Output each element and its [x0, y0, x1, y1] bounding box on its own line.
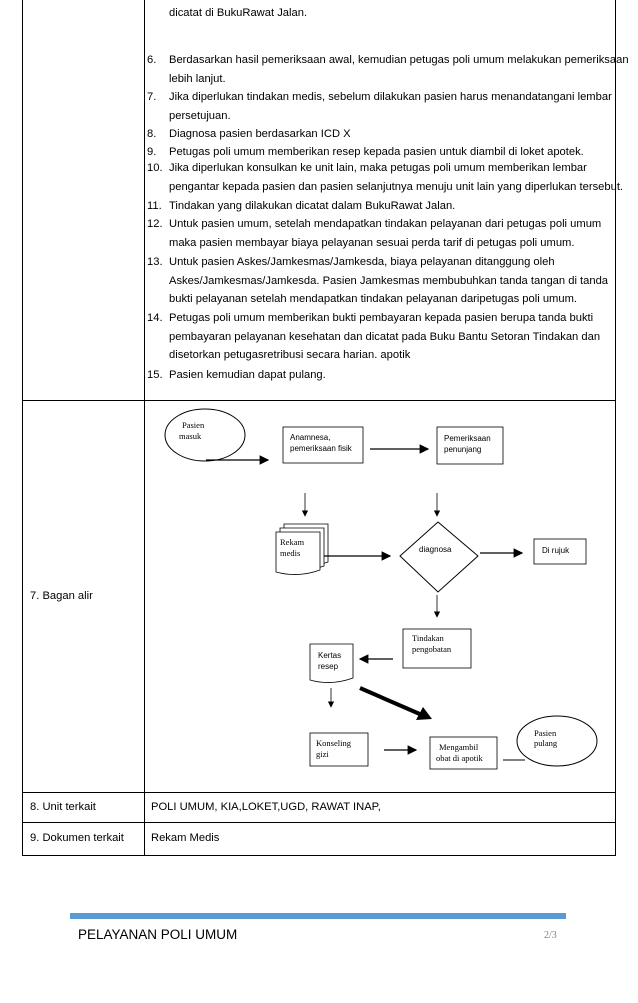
step-number: 9. — [147, 146, 157, 158]
footer-title: PELAYANAN POLI UMUM — [78, 927, 238, 942]
step-text-line: lebih lanjut. — [169, 72, 226, 85]
step-number: 12. — [147, 218, 163, 230]
step-text-line: bukti pelayanan setelah mendapatkan tind… — [169, 293, 578, 305]
step-text-line: Jika diperlukan tindakan medis, sebelum … — [169, 91, 612, 103]
step-number: 7. — [147, 91, 157, 103]
pasien-masuk-line2: masuk — [179, 431, 202, 441]
step-number: 10. — [147, 162, 163, 174]
bagan-alir-label: 7. Bagan alir — [30, 590, 93, 602]
step-text-line: Jika diperlukan konsulkan ke unit lain, … — [169, 162, 587, 174]
dokumen-terkait-value: Rekam Medis — [151, 832, 220, 844]
anamnesa-node: Anamnesa, pemeriksaan fisik — [282, 426, 364, 464]
svg-text:Konseling: Konseling — [316, 738, 352, 748]
tindakan-pengobatan-node: Tindakan pengobatan — [402, 628, 472, 669]
svg-text:penunjang: penunjang — [444, 445, 481, 454]
step-text-line: Tindakan yang dilakukan dicatat dalam Bu… — [169, 200, 456, 212]
step-number: 13. — [147, 256, 163, 268]
mengambil-obat-node: Mengambil obat di apotik — [429, 736, 498, 770]
svg-text:Tindakan: Tindakan — [412, 633, 445, 643]
step-text-line: Berdasarkan hasil pemeriksaan awal, kemu… — [169, 54, 629, 66]
unit-terkait-label: 8. Unit terkait — [30, 801, 96, 813]
step-text-line: Untuk pasien umum, setelah mendapatkan t… — [169, 218, 602, 230]
step-text-line: Petugas poli umum memberikan bukti pemba… — [169, 312, 594, 324]
step-text-line: Untuk pasien Askes/Jamkesmas/Jamkesda, b… — [169, 256, 555, 268]
page-number: 2/3 — [544, 930, 557, 941]
svg-text:pulang: pulang — [534, 738, 558, 748]
svg-text:pemeriksaan fisik: pemeriksaan fisik — [290, 444, 353, 453]
step-number: 11. — [147, 200, 162, 212]
pasien-masuk-node: Pasien masuk — [164, 408, 246, 462]
svg-text:Mengambil: Mengambil — [439, 742, 479, 752]
step-text-line: disetorkan petugasretribusi secara haria… — [169, 349, 411, 361]
svg-text:Anamnesa,: Anamnesa, — [290, 433, 330, 442]
step-text-line: maka pasien membayar biaya pelayanan ses… — [169, 236, 575, 249]
step-text-line: Diagnosa pasien berdasarkan ICD X — [169, 128, 351, 140]
step-text-line: dicatat di BukuRawat Jalan. — [169, 7, 308, 19]
step-text-line: pembayaran pelayanan kesehatan dan dicat… — [169, 330, 601, 343]
svg-text:gizi: gizi — [316, 749, 329, 759]
step-number: 14. — [147, 312, 163, 324]
pasien-masuk-line1: Pasien — [182, 420, 205, 430]
unit-terkait-value: POLI UMUM, KIA,LOKET,UGD, RAWAT INAP, — [151, 801, 381, 813]
svg-text:Pemeriksaan: Pemeriksaan — [444, 434, 491, 443]
step-text-line: persetujuan. — [169, 109, 231, 122]
konseling-gizi-node: Konseling gizi — [309, 732, 369, 767]
pemeriksaan-penunjang-node: Pemeriksaan penunjang — [436, 426, 504, 465]
svg-text:obat di apotik: obat di apotik — [436, 753, 483, 763]
svg-text:Kertas: Kertas — [318, 651, 341, 660]
pasien-pulang-node: Pasien pulang — [516, 715, 598, 767]
step-number: 15. — [147, 369, 163, 381]
svg-text:diagnosa: diagnosa — [419, 545, 452, 554]
step-number: 6. — [147, 54, 157, 66]
di-rujuk-node: Di rujuk — [533, 538, 587, 565]
procedure-steps: dicatat di BukuRawat Jalan. 6. Berdasarkan… — [145, 0, 629, 400]
step-text-line: pengantar kepada pasien dan pasien selan… — [169, 180, 624, 193]
svg-text:Rekam: Rekam — [280, 537, 304, 547]
svg-text:resep: resep — [318, 662, 339, 671]
rekam-medis-node: Rekam medis — [275, 523, 329, 575]
svg-text:medis: medis — [280, 548, 300, 558]
dokumen-terkait-label: 9. Dokumen terkait — [30, 832, 124, 844]
step-text-line: Askes/Jamkesmas/Jamkesda. Pasien Jamkesm… — [169, 274, 609, 287]
step-text-line: Petugas poli umum memberikan resep kepad… — [169, 146, 584, 158]
kertas-resep-node: Kertas resep — [309, 643, 354, 683]
diagnosa-node: diagnosa — [399, 521, 479, 593]
step-text-line: Pasien kemudian dapat pulang. — [169, 369, 326, 381]
svg-text:Di rujuk: Di rujuk — [542, 546, 570, 555]
svg-text:Pasien: Pasien — [534, 728, 557, 738]
svg-text:pengobatan: pengobatan — [412, 644, 452, 654]
footer-bar — [70, 913, 566, 919]
step-number: 8. — [147, 128, 157, 140]
